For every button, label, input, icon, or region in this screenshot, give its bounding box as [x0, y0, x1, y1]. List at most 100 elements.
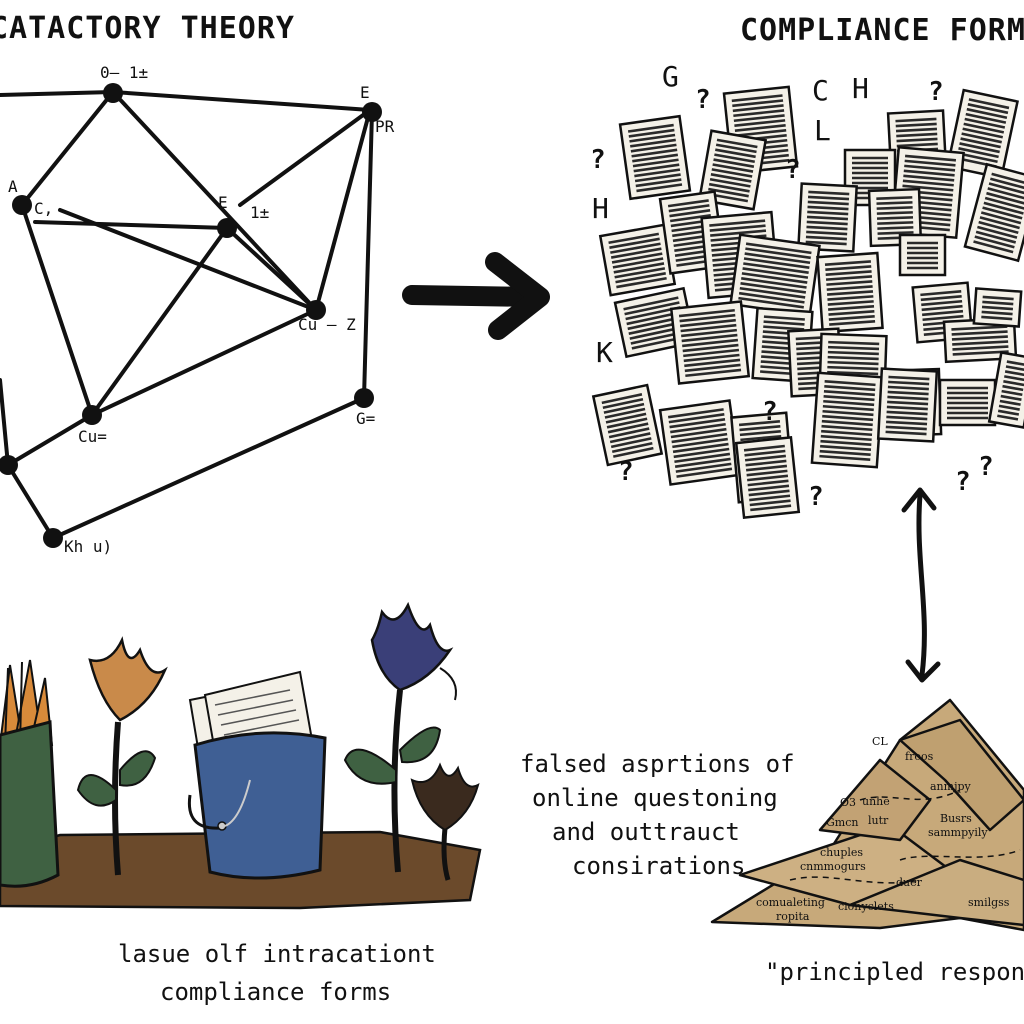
graph-labels: 0– 1± E PR A C, E 1± Cu – Z Cu= G= Kh u) — [8, 63, 395, 556]
node-label: Cu= — [78, 427, 107, 446]
graph-edge — [0, 90, 115, 97]
category-graph — [0, 90, 374, 540]
map-label: Busrs — [940, 812, 972, 825]
letter-label: C — [812, 74, 829, 107]
graph-edge — [33, 220, 229, 230]
question-marks: ? ? ? ? ? ? ? ? ? — [590, 77, 994, 512]
node-label: 1± — [250, 203, 269, 222]
bottom-right-caption: "principled response — [765, 958, 1024, 986]
node-label: E — [360, 83, 370, 102]
graph-edge — [6, 413, 94, 467]
document-sheet — [734, 435, 801, 520]
map-label: O3 — [840, 796, 856, 809]
node-label: G= — [356, 409, 375, 428]
node-label: A — [8, 177, 18, 196]
document-sheet — [987, 351, 1024, 429]
graph-node — [43, 528, 63, 548]
graph-edge — [90, 226, 229, 417]
blue-bucket — [187, 670, 327, 880]
document-sheet — [598, 223, 677, 297]
map-label: smilgss — [968, 896, 1010, 909]
document-sheet — [810, 371, 885, 469]
document-sheet — [591, 383, 664, 467]
question-mark-icon: ? — [808, 482, 824, 512]
document-sheet — [972, 287, 1023, 328]
forms-letters: G C H L H K — [592, 60, 869, 369]
graph-node — [354, 388, 374, 408]
letter-label: G — [662, 60, 679, 93]
graph-edge — [51, 396, 366, 540]
title-compliance-forms: COMPLIANCE FORMS — [740, 13, 1024, 48]
paper-mountain — [710, 698, 1024, 932]
double-arrow-icon — [901, 487, 941, 683]
mountain-labels: CL froos anmjpy Busrs sammpyily unhe lut… — [756, 735, 1010, 923]
dark-tulip — [410, 762, 480, 881]
document-sheet — [946, 88, 1019, 180]
question-mark-icon: ? — [928, 77, 944, 107]
question-mark-icon: ? — [978, 452, 994, 482]
graph-edge — [6, 463, 55, 540]
graph-node — [82, 405, 102, 425]
node-label: 0– 1± — [100, 63, 148, 82]
document-sheet — [816, 251, 884, 334]
node-label: Cu – Z — [298, 315, 356, 334]
graph-edge — [314, 108, 372, 312]
graph-nodes — [0, 83, 382, 548]
letter-label: H — [592, 192, 609, 225]
document-sheet — [938, 378, 997, 427]
map-label: Gmcn — [826, 816, 858, 829]
caption-line: consirations — [572, 852, 745, 880]
node-label: E — [218, 193, 228, 212]
document-sheet — [876, 367, 939, 443]
question-mark-icon: ? — [695, 85, 711, 115]
graph-edge — [111, 90, 372, 112]
question-mark-icon: ? — [955, 467, 971, 497]
map-label: comualeting — [756, 896, 825, 909]
graph-edge — [58, 208, 318, 312]
middle-caption: falsed asprtions of online questoning an… — [520, 750, 795, 880]
node-label: Kh u) — [64, 537, 112, 556]
purple-tulip — [343, 601, 457, 873]
graph-edge — [362, 110, 374, 400]
caption-line: online questoning — [532, 784, 778, 812]
green-bucket — [0, 659, 60, 888]
graph-node — [12, 195, 32, 215]
document-sheet — [669, 300, 751, 385]
graph-node — [0, 455, 18, 475]
map-label: cnmmogurs — [800, 860, 866, 873]
caption-line: and outtrauct — [552, 818, 740, 846]
forms-pile — [591, 85, 1024, 520]
graph-edge — [225, 226, 318, 312]
question-mark-icon: ? — [785, 155, 801, 185]
map-label: lutr — [868, 814, 889, 827]
map-label: unhe — [862, 795, 890, 808]
graph-node — [103, 83, 123, 103]
map-label: CL — [872, 735, 888, 748]
graph-edge — [238, 108, 372, 207]
letter-label: H — [852, 72, 869, 105]
title-catactory-theory: CATACTORY THEORY — [0, 11, 295, 46]
letter-label: L — [814, 114, 831, 147]
graph-edge — [90, 308, 318, 417]
node-label: PR — [375, 117, 395, 136]
graph-node — [217, 218, 237, 238]
document-sheet — [658, 399, 742, 486]
garden-scene — [0, 601, 482, 910]
graph-edge — [20, 90, 115, 207]
caption-line: compliance forms — [160, 978, 391, 1006]
question-mark-icon: ? — [618, 457, 634, 487]
graph-edge — [20, 203, 94, 417]
question-mark-icon: ? — [590, 145, 606, 175]
map-label: chuples — [820, 846, 863, 859]
graph-edge — [0, 378, 10, 467]
graph-edge — [111, 90, 318, 312]
caption-line: falsed asprtions of — [520, 750, 795, 778]
caption-line: lasue olf intracationt — [118, 940, 436, 968]
graph-node — [362, 102, 382, 122]
document-sheet — [942, 316, 1018, 364]
document-sheet — [618, 114, 692, 201]
document-sheet — [898, 233, 947, 277]
document-sheet — [963, 162, 1024, 263]
